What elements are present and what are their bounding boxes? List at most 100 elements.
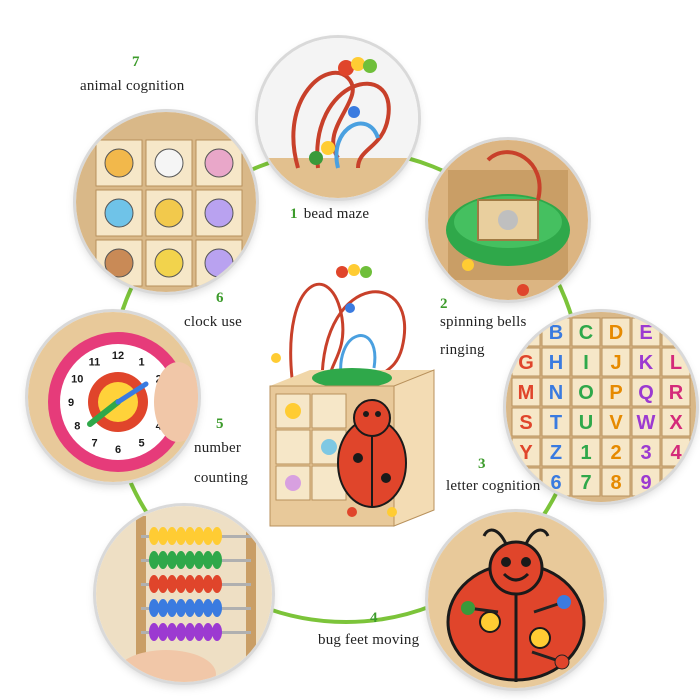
clock-number: 8 bbox=[74, 421, 80, 433]
letter-block-label: G bbox=[518, 352, 534, 374]
letter-block bbox=[661, 467, 691, 497]
feature-number-5: 5 bbox=[216, 416, 224, 432]
feature-number-6: 6 bbox=[216, 290, 224, 306]
clock-number: 10 bbox=[71, 374, 83, 386]
letter-block bbox=[661, 407, 691, 437]
feature-label-1: bead maze bbox=[303, 206, 370, 222]
letter-block bbox=[541, 377, 571, 407]
letter-block bbox=[571, 377, 601, 407]
letter-block-label: Y bbox=[519, 442, 533, 464]
abacus-bead bbox=[176, 623, 186, 641]
letter-block-label: O bbox=[578, 382, 594, 404]
abacus-bead bbox=[158, 575, 168, 593]
letter-block-label: T bbox=[550, 412, 562, 434]
letter-block-label: Z bbox=[550, 442, 562, 464]
photo-bead-maze bbox=[258, 38, 418, 198]
animal-picture bbox=[104, 248, 134, 278]
letter-block-label: W bbox=[637, 412, 656, 434]
label-animal-cognition: animal cognition bbox=[80, 78, 185, 94]
feature-number-1: 1 bbox=[290, 206, 298, 222]
abacus-bead bbox=[149, 575, 159, 593]
letter-block bbox=[661, 317, 691, 347]
label-bead-maze: 1 bead maze bbox=[290, 206, 369, 223]
abacus-bead bbox=[158, 527, 168, 545]
animal-picture bbox=[154, 148, 184, 178]
feature-number-4: 4 bbox=[370, 610, 378, 626]
letter-block bbox=[631, 347, 661, 377]
clock-number: 5 bbox=[138, 438, 144, 450]
letter-block bbox=[601, 407, 631, 437]
abacus-bead bbox=[212, 575, 222, 593]
animal-picture bbox=[204, 148, 234, 178]
abacus-bead bbox=[194, 551, 204, 569]
label-number-counting-line1: number bbox=[194, 440, 242, 456]
letter-block-label: B bbox=[549, 322, 563, 344]
animal-picture bbox=[154, 248, 184, 278]
abacus-bead bbox=[167, 623, 177, 641]
abacus-bead bbox=[194, 527, 204, 545]
abacus-bead bbox=[185, 599, 195, 617]
abacus-bead bbox=[176, 551, 186, 569]
abacus-bead bbox=[167, 551, 177, 569]
letter-block-label: 0 bbox=[670, 472, 681, 494]
label-letter-cognition: letter cognition bbox=[446, 478, 541, 494]
photo-spinning-bells bbox=[428, 140, 588, 300]
abacus-bead bbox=[212, 551, 222, 569]
letter-block-label: Q bbox=[638, 382, 654, 404]
letter-block-label: V bbox=[609, 412, 623, 434]
photo-clock: 121234567891011 bbox=[28, 312, 198, 482]
letter-block-label: U bbox=[579, 412, 593, 434]
label-clock-use: clock use bbox=[184, 314, 243, 330]
letter-block-label: P bbox=[609, 382, 622, 404]
abacus-bead bbox=[185, 527, 195, 545]
letter-block bbox=[661, 377, 691, 407]
letter-block-label: E bbox=[639, 322, 652, 344]
abacus-bead bbox=[176, 527, 186, 545]
letter-block-label: X bbox=[669, 412, 683, 434]
abacus-bead bbox=[167, 599, 177, 617]
abacus-bead bbox=[149, 551, 159, 569]
letter-block-label: D bbox=[609, 322, 623, 344]
abacus-bead bbox=[176, 575, 186, 593]
label-spinning-bells-line1: spinning bells bbox=[440, 314, 527, 330]
abacus-bead bbox=[158, 599, 168, 617]
label-spinning-bells-line2: ringing bbox=[440, 342, 485, 358]
abacus-bead bbox=[212, 527, 222, 545]
letter-block-label: I bbox=[583, 352, 589, 374]
abacus-bead bbox=[194, 623, 204, 641]
abacus-bead bbox=[212, 599, 222, 617]
animal-picture bbox=[204, 198, 234, 228]
letter-block-label: 6 bbox=[550, 472, 561, 494]
abacus-bead bbox=[185, 575, 195, 593]
abacus-bead bbox=[149, 599, 159, 617]
abacus-bead bbox=[185, 623, 195, 641]
clock-number: 1 bbox=[138, 356, 144, 368]
letter-block-label: 7 bbox=[580, 472, 591, 494]
letter-block bbox=[631, 437, 661, 467]
letter-block bbox=[631, 407, 661, 437]
abacus-bead bbox=[194, 599, 204, 617]
letter-block bbox=[571, 437, 601, 467]
feature-number-3: 3 bbox=[478, 456, 486, 472]
photo-animal-blocks bbox=[76, 112, 256, 292]
letter-block-label: 3 bbox=[640, 442, 651, 464]
letter-block-label: L bbox=[670, 352, 682, 374]
abacus-bead bbox=[203, 623, 213, 641]
abacus-bead bbox=[167, 575, 177, 593]
letter-block-label: C bbox=[579, 322, 593, 344]
letter-block bbox=[541, 347, 571, 377]
letter-block bbox=[601, 467, 631, 497]
feature-number-2: 2 bbox=[440, 296, 448, 312]
abacus-bead bbox=[176, 599, 186, 617]
abacus-bead bbox=[185, 551, 195, 569]
abacus-bead bbox=[194, 575, 204, 593]
letter-block bbox=[601, 377, 631, 407]
letter-block-label: R bbox=[669, 382, 684, 404]
abacus-bead bbox=[167, 527, 177, 545]
abacus-bead bbox=[158, 623, 168, 641]
clock-number: 11 bbox=[89, 356, 101, 368]
letter-block bbox=[601, 437, 631, 467]
letter-block bbox=[511, 407, 541, 437]
letter-block bbox=[601, 317, 631, 347]
